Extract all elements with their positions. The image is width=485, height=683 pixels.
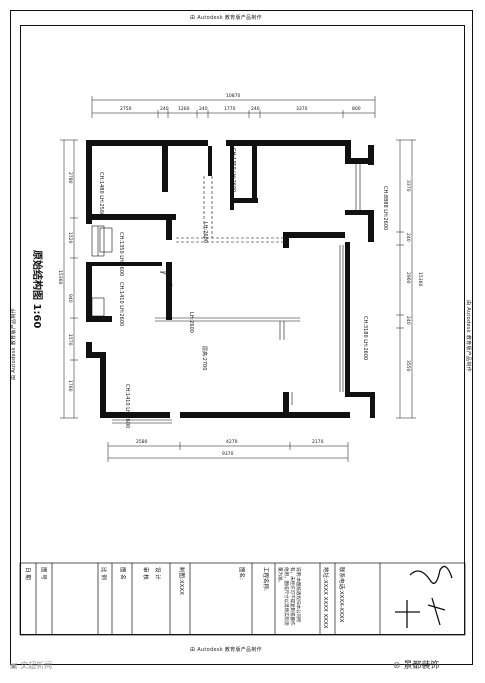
dim-bottom-2: 4270 bbox=[226, 440, 238, 445]
room-label-8: LH:2600 bbox=[188, 312, 194, 333]
dim-bottom-3: 2170 bbox=[312, 440, 324, 445]
dim-right-total: 15360 bbox=[417, 272, 422, 287]
tb-drawing-name: 图 名 bbox=[119, 567, 125, 580]
drawing-outer-frame bbox=[10, 10, 473, 665]
dim-bottom-total: 9370 bbox=[222, 452, 234, 457]
dim-top-8: 800 bbox=[352, 107, 361, 112]
tb-address: 地址:XXXX XXXX XXXX bbox=[322, 567, 328, 629]
footer-brand: ⊛ 景都装饰 bbox=[393, 661, 440, 671]
room-label-1: CH:1480 LH:2560 bbox=[98, 172, 104, 217]
dim-top-6: 240 bbox=[251, 107, 260, 112]
tb-design: 设 计 bbox=[154, 567, 160, 580]
tb-date: 日 期 bbox=[24, 567, 30, 580]
dim-bottom-1: 2580 bbox=[136, 440, 148, 445]
room-label-6: LH:2600 bbox=[202, 222, 208, 243]
room-label-2: CH:1350 LH:2600 bbox=[230, 148, 236, 193]
drawing-inner-frame bbox=[20, 25, 465, 635]
dim-left-4: 1570 bbox=[67, 334, 72, 346]
dim-top-2: 240 bbox=[160, 107, 169, 112]
dim-top-7: 3370 bbox=[296, 107, 308, 112]
left-dimensions bbox=[60, 139, 78, 419]
tb-name: 图名: bbox=[238, 567, 244, 580]
dim-top-4: 240 bbox=[199, 107, 208, 112]
dim-top-1: 2750 bbox=[120, 107, 132, 112]
dim-right-3: 2960 bbox=[405, 272, 410, 284]
dim-top-3: 1260 bbox=[178, 107, 190, 112]
dim-right-5: 3550 bbox=[405, 360, 410, 372]
hall-label: 层高:2700 bbox=[201, 346, 207, 371]
tb-review: 审 核 bbox=[142, 567, 148, 580]
right-dimensions bbox=[396, 139, 416, 419]
autodesk-stamp-top: 由 Autodesk 教育版产品制作 bbox=[190, 15, 262, 21]
dim-right-4: 240 bbox=[405, 316, 410, 325]
tb-drawing-no: 图 号 bbox=[40, 567, 46, 580]
tb-drafter: 制图:XXXX bbox=[178, 567, 184, 595]
room-label-9: CH:1410 LH:2600 bbox=[124, 384, 130, 429]
signature-icon bbox=[395, 565, 453, 628]
dim-left-5: 1760 bbox=[67, 380, 72, 392]
autodesk-stamp-bottom: 由 Autodesk 教育版产品制作 bbox=[190, 647, 262, 653]
dim-left-2: 1520 bbox=[67, 232, 72, 244]
dim-top-5: 1770 bbox=[224, 107, 236, 112]
dim-right-2: 240 bbox=[405, 233, 410, 242]
tb-notes: 说明:本图纸版权归本公司所有，未经许可不得复制或挪作他用，图纸尺寸以现场实际测量… bbox=[277, 567, 300, 626]
dim-left-1: 2780 bbox=[67, 172, 72, 184]
bottom-dimensions bbox=[107, 442, 349, 462]
room-label-7: CH:3180 LH:2600 bbox=[362, 316, 368, 361]
dim-right-1: 3370 bbox=[405, 180, 410, 192]
title-block bbox=[19, 562, 466, 636]
room-label-4: CH:1350 LH:2600 bbox=[118, 232, 124, 277]
walls bbox=[86, 140, 375, 418]
room-label-3: CH:8888 LH:2600 bbox=[382, 186, 388, 231]
newspaper-icon: ▣ bbox=[10, 661, 21, 670]
dim-left-total: 15360 bbox=[57, 270, 62, 285]
tb-project: 工程名称: bbox=[262, 567, 268, 591]
top-dimensions bbox=[91, 96, 376, 118]
tb-scale: 比 例 bbox=[100, 567, 106, 580]
tb-phone: 联系电话:XXXX-XXXX bbox=[338, 567, 344, 623]
thin-lines bbox=[91, 164, 361, 424]
dim-top-total: 10870 bbox=[226, 94, 241, 99]
footer-watermark-left: ▣ 文超新闻 bbox=[10, 661, 53, 670]
room-label-5: CH:1410 LH:2600 bbox=[118, 282, 124, 327]
dim-left-3: 940 bbox=[67, 294, 72, 303]
wechat-icon: ⊛ bbox=[393, 661, 404, 671]
